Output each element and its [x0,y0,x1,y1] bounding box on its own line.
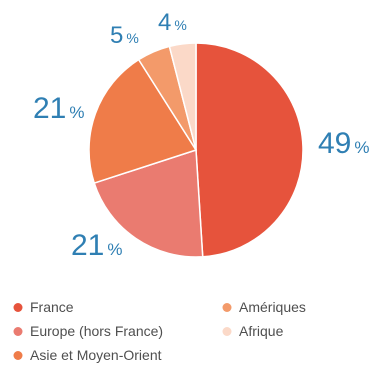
legend-item-3: Asie et Moyen-Orient [13,347,162,363]
legend-label: Asie et Moyen-Orient [30,347,162,363]
legend-item-1: France [13,299,74,315]
pie-slice-2 [93,148,204,258]
legend-swatch [13,327,23,336]
pie-slice-1 [195,42,304,258]
legend-item-4: Amériques [222,299,306,315]
legend-label: Amériques [239,299,306,315]
legend-swatch [222,303,232,312]
pie-value-label-1: 49% [318,127,370,160]
pie-value-labels: 49% 21% 21% 5% 4% [33,9,370,262]
pie-value-label-4: 5% [110,22,139,49]
legend-label: Afrique [239,323,284,339]
legend-label: Europe (hors France) [30,323,163,339]
legend-item-2: Europe (hors France) [13,323,163,339]
pie-slice-3 [88,58,198,185]
legend-item-5: Afrique [222,323,284,339]
legend-swatch [13,351,23,360]
pie-value-label-3: 21% [33,92,85,125]
pie-slices [88,42,304,258]
pie-slice-5 [168,42,197,151]
pie-value-label-5: 4% [158,9,187,36]
legend-swatch [13,303,23,312]
legend-swatch [222,327,232,336]
pie-value-label-2: 21% [71,229,123,262]
legend-label: France [30,299,74,315]
